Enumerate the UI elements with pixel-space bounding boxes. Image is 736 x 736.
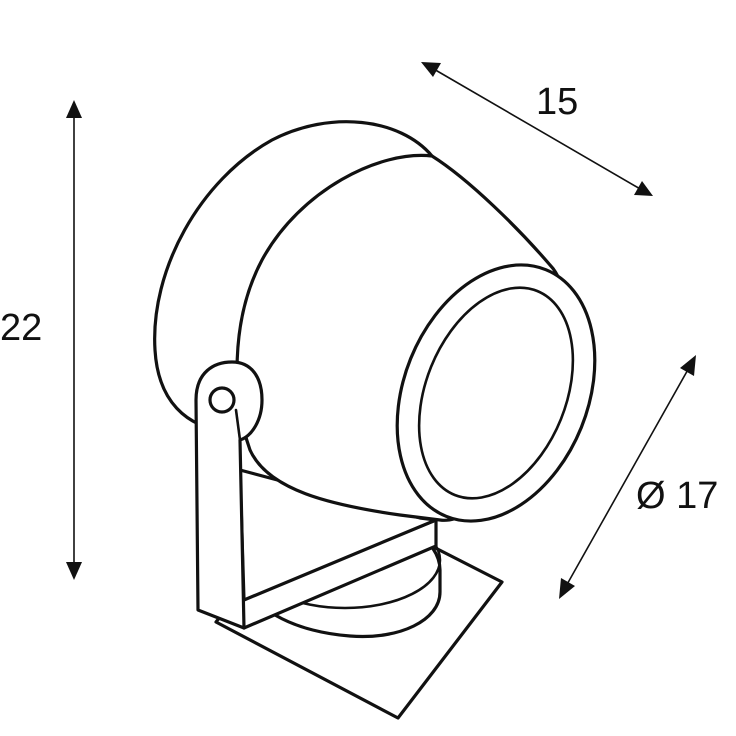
pivot-screw-icon: [208, 386, 236, 414]
diameter-dimension-line: [564, 365, 691, 589]
lamp-lens: [417, 286, 575, 500]
depth-arrow-left: [421, 62, 441, 77]
diameter-arrow-bottom: [559, 578, 575, 599]
bracket-arm-edge: [234, 408, 242, 442]
height-label: 22: [0, 307, 42, 349]
height-arrow-bottom: [66, 562, 82, 580]
lamp-front: [395, 263, 597, 523]
depth-dimension-line: [431, 67, 643, 191]
height-dimension: 22: [0, 100, 82, 580]
diameter-label: Ø 17: [636, 475, 718, 517]
bracket-vertical-arm: [194, 360, 264, 630]
depth-dimension: 15: [421, 62, 653, 196]
lamp-front-bezel: [395, 263, 597, 523]
diameter-dimension: Ø 17: [559, 355, 718, 599]
depth-label: 15: [536, 81, 578, 123]
diameter-arrow-top: [680, 355, 696, 376]
height-arrow-top: [66, 100, 82, 118]
bracket-vertical-arm-shape: [194, 360, 264, 630]
depth-arrow-right: [634, 181, 653, 196]
